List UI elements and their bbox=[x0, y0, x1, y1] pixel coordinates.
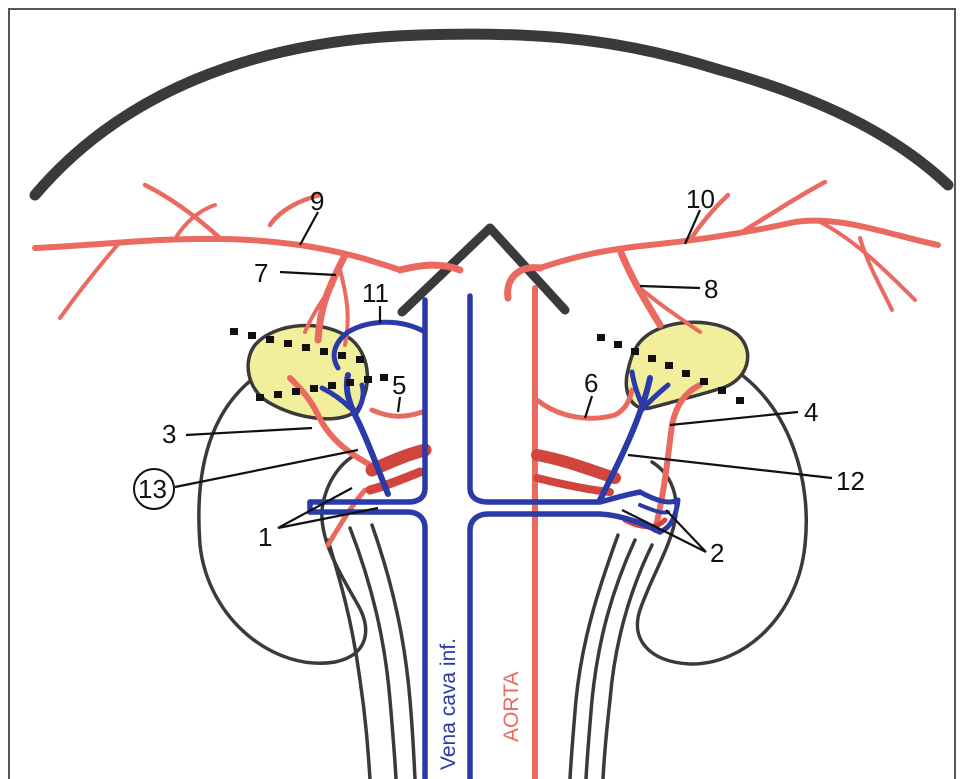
leader-line-6 bbox=[585, 396, 592, 418]
leader-line-7 bbox=[280, 272, 336, 275]
leader-line-9 bbox=[300, 212, 318, 245]
label-11: 11 bbox=[362, 278, 389, 308]
right-central-adrenal-vein bbox=[600, 378, 650, 500]
diaphragm-outline bbox=[35, 34, 948, 195]
right-renal-artery bbox=[537, 455, 615, 478]
label-2: 2 bbox=[710, 538, 724, 568]
right-inferior-phrenic-artery bbox=[540, 182, 938, 310]
label-8: 8 bbox=[704, 274, 718, 304]
label-4: 4 bbox=[804, 397, 818, 427]
label-6: 6 bbox=[584, 368, 598, 398]
vena-cava-label: Vena cava inf. bbox=[437, 638, 460, 770]
label-12: 12 bbox=[836, 466, 865, 496]
label-10: 10 bbox=[686, 184, 715, 214]
label-7: 7 bbox=[254, 258, 268, 288]
figure-frame bbox=[9, 9, 955, 779]
label-5: 5 bbox=[392, 370, 406, 400]
aorta-label: AORTA bbox=[500, 672, 523, 742]
right-kidney bbox=[570, 372, 806, 779]
label-1: 1 bbox=[258, 522, 272, 552]
aorta-top-branch bbox=[400, 265, 460, 270]
leader-line-3 bbox=[186, 428, 312, 435]
right-renal-artery bbox=[537, 478, 610, 492]
right-renal-vein-end bbox=[640, 505, 668, 513]
label-3: 3 bbox=[162, 419, 176, 449]
label-9: 9 bbox=[310, 186, 324, 216]
vena-cava-wall bbox=[470, 514, 660, 779]
left-middle-adrenal-artery bbox=[372, 410, 422, 416]
leader-line-8 bbox=[640, 286, 700, 288]
label-13: 13 bbox=[138, 474, 167, 504]
leader-line-2b bbox=[622, 510, 706, 552]
